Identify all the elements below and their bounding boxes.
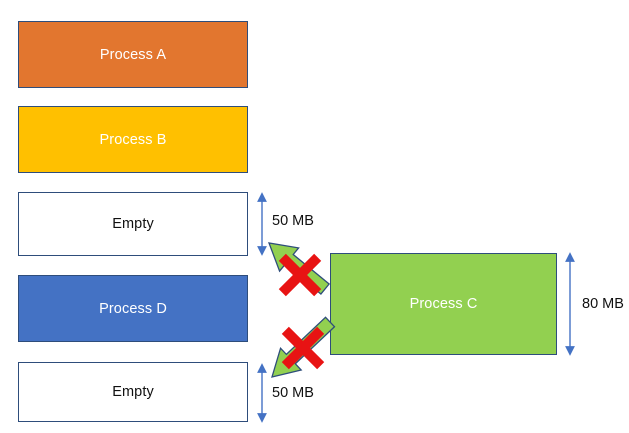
- memory-block-label: Process B: [99, 131, 167, 148]
- memory-block-label: Process D: [99, 300, 167, 317]
- memory-block-empty-lower: Empty: [18, 362, 248, 422]
- move-arrow: [267, 242, 331, 295]
- move-arrow-shape: [267, 242, 331, 295]
- blocked-move-arrows-group: [267, 242, 336, 378]
- dimension-label-process-c: 80 MB: [582, 296, 624, 312]
- memory-block-empty-upper: Empty: [18, 192, 248, 256]
- memory-block-label: Empty: [112, 216, 154, 232]
- memory-block-label: Process A: [99, 46, 167, 63]
- dimension-label-empty-lower: 50 MB: [272, 385, 314, 401]
- forbidden-x-icon: [281, 326, 325, 370]
- move-arrow: [271, 316, 336, 378]
- forbidden-x-icon: [278, 253, 322, 297]
- memory-block-process-d: Process D: [18, 275, 248, 342]
- move-arrow-shape: [271, 316, 336, 378]
- memory-block-label: Process C: [409, 296, 478, 312]
- dimension-label-empty-upper: 50 MB: [272, 213, 314, 229]
- memory-block-process-c: Process C: [330, 253, 557, 355]
- memory-block-process-a: Process A: [18, 21, 248, 88]
- memory-block-process-b: Process B: [18, 106, 248, 173]
- memory-block-label: Empty: [112, 384, 154, 400]
